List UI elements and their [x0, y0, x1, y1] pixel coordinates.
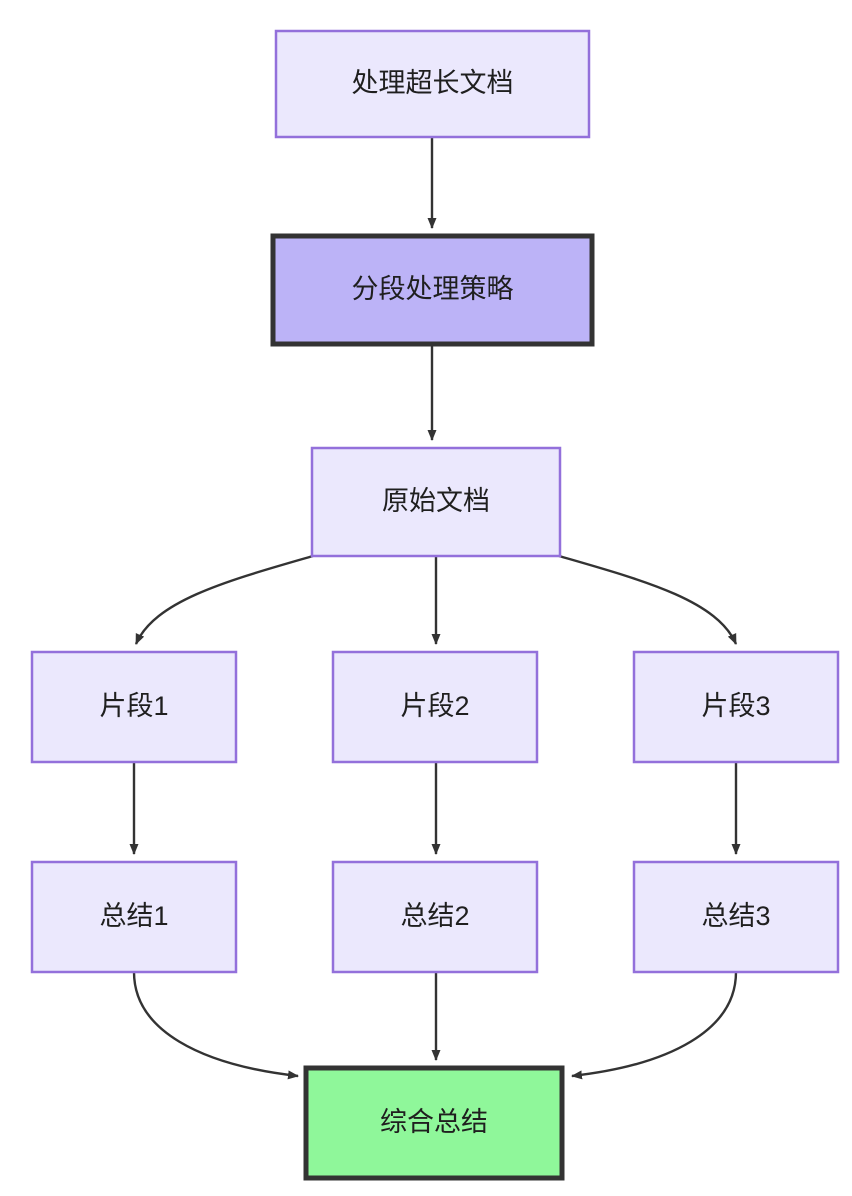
- edge-n3-n6: [558, 554, 738, 645]
- node-comprehensive-summary[interactable]: 综合总结: [303, 1065, 565, 1181]
- node-summary-3[interactable]: 总结3: [632, 860, 840, 974]
- edge-n3-n4: [134, 554, 314, 645]
- node-process-long-document[interactable]: 处理超长文档: [274, 29, 591, 139]
- node-original-document[interactable]: 原始文档: [310, 446, 562, 558]
- edges-layer: [129, 137, 741, 1080]
- node-chunking-strategy[interactable]: 分段处理策略: [270, 233, 595, 347]
- node-fragment-3[interactable]: 片段3: [632, 650, 840, 764]
- node-fragment-1[interactable]: 片段1: [30, 650, 238, 764]
- node-summary-2[interactable]: 总结2: [331, 860, 539, 974]
- node-fragment-2[interactable]: 片段2: [331, 650, 539, 764]
- edge-n7-n10: [132, 971, 299, 1080]
- edge-n9-n10: [571, 971, 738, 1080]
- node-summary-1[interactable]: 总结1: [30, 860, 238, 974]
